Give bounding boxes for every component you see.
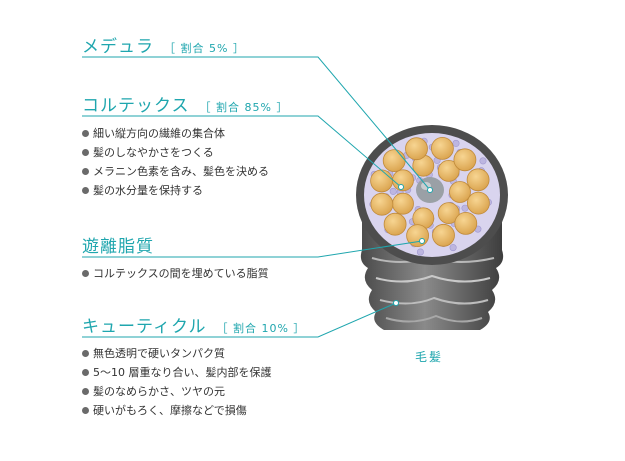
list-item: 髪のなめらかさ、ツヤの元	[82, 382, 272, 401]
cortex-fiber	[370, 169, 394, 193]
cortex-fiber	[437, 159, 460, 182]
hair-label: 毛髪	[415, 350, 444, 364]
cortex-fiber	[453, 148, 477, 172]
medulla-ratio: ［ 割合 5% ］	[164, 42, 245, 55]
medulla-title: メデュラ	[82, 37, 154, 57]
lipid-strand	[452, 139, 460, 147]
cortex-fiber	[405, 137, 428, 161]
cortex-fiber	[454, 211, 478, 235]
cuticle-title: キューティクル	[82, 317, 207, 337]
leader-lines	[82, 56, 431, 338]
list-item: 無色透明で硬いタンパク質	[82, 344, 272, 363]
medulla-heading: メデュラ ［ 割合 5% ］	[82, 32, 245, 57]
list-item: 髪の水分量を保持する	[82, 181, 269, 200]
cortex-fiber	[370, 192, 394, 216]
lipid-title: 遊離脂質	[82, 237, 154, 257]
cortex-fiber	[392, 192, 414, 215]
list-item: 細い縦方向の繊維の集合体	[82, 124, 269, 143]
cuticle-heading: キューティクル ［ 割合 10% ］	[82, 312, 305, 337]
cuticle-ratio: ［ 割合 10% ］	[216, 322, 306, 335]
lipid-strand	[479, 157, 487, 165]
lipid-strand	[449, 244, 457, 252]
leader-dots	[393, 184, 433, 306]
cortex-bullet-list: 細い縦方向の繊維の集合体 髪のしなやかさをつくる メラニン色素を含み、髪色を決め…	[82, 124, 269, 200]
cortex-fiber	[449, 181, 471, 203]
cortex-leader-line	[82, 115, 402, 188]
list-item: メラニン色素を含み、髪色を決める	[82, 162, 269, 181]
medulla-leader-line	[82, 56, 431, 191]
cortex-fiber	[437, 202, 460, 225]
cortex-fiber	[432, 223, 455, 247]
lipid-strand	[416, 248, 424, 256]
lipid-heading: 遊離脂質	[82, 232, 154, 257]
cortex-heading: コルテックス ［ 割合 85% ］	[82, 91, 288, 116]
cuticle-leader-line	[82, 302, 397, 338]
cortex-fiber	[383, 212, 407, 236]
cortex-ratio: ［ 割合 85% ］	[199, 101, 289, 114]
cortex-title: コルテックス	[82, 96, 190, 116]
lipid-strand	[389, 187, 397, 195]
lipid-bullet-list: コルテックスの間を埋めている脂質	[82, 264, 269, 283]
cortex-fiber	[430, 136, 454, 160]
cortex-fibers	[370, 136, 490, 248]
lipid-leader-line	[82, 240, 423, 258]
cortex-fiber	[382, 149, 406, 173]
list-item: 5〜10 層重なり合い、髪内部を保護	[82, 363, 272, 382]
list-item: 硬いがもろく、摩擦などで損傷	[82, 401, 272, 420]
cortex-fiber	[466, 168, 490, 192]
list-item: コルテックスの間を埋めている脂質	[82, 264, 269, 283]
lipid-strand	[461, 204, 469, 212]
cuticle-bullet-list: 無色透明で硬いタンパク質 5〜10 層重なり合い、髪内部を保護 髪のなめらかさ、…	[82, 344, 272, 420]
cortex-fiber	[466, 191, 490, 215]
list-item: 髪のしなやかさをつくる	[82, 143, 269, 162]
